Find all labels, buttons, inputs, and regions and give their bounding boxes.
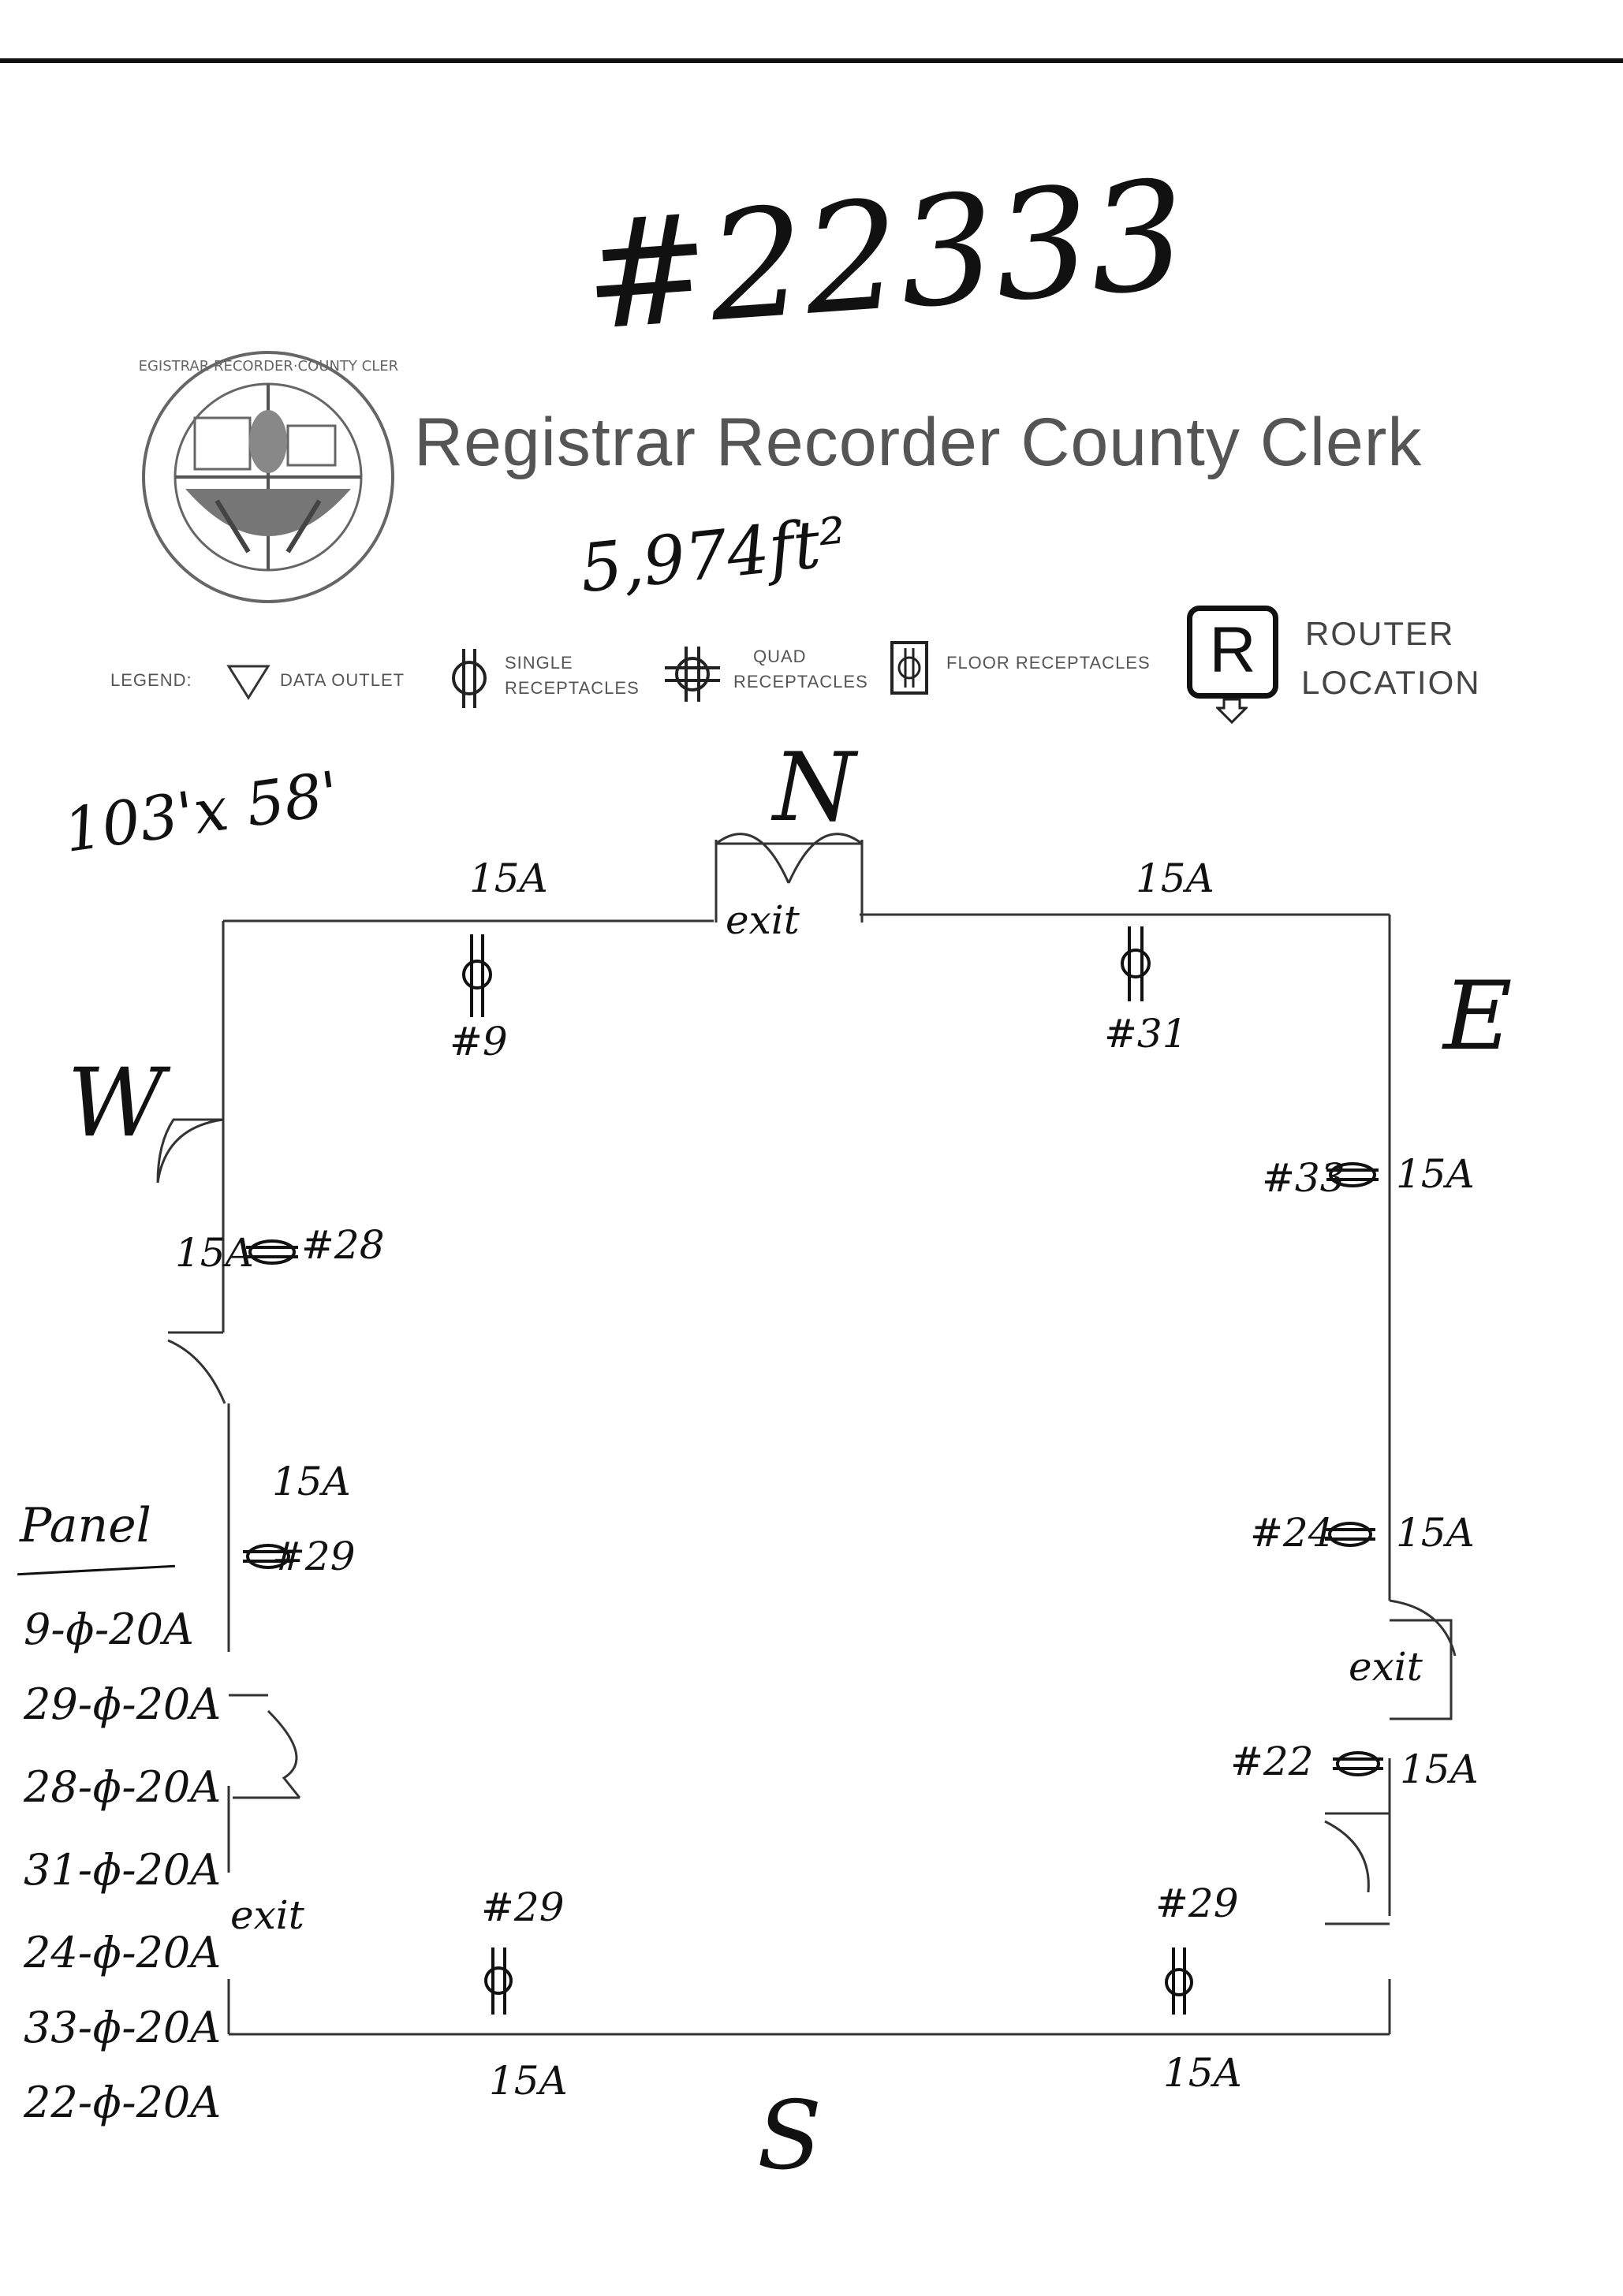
compass-north: N <box>773 733 856 843</box>
receptacle-east-upper <box>1326 1162 1379 1187</box>
north-exit-label: exit <box>726 897 800 943</box>
floor-receptacle-icon <box>890 641 928 695</box>
receptacle-north-right <box>1121 926 1151 1001</box>
router-arrow-icon <box>1216 698 1248 725</box>
legend-single-line1: SINGLE <box>505 653 573 673</box>
west-upper-circuit: #28 <box>301 1222 385 1268</box>
panel-circuit: 28-ɸ-20A <box>24 1762 222 1812</box>
receptacle-east-lower <box>1333 1751 1383 1776</box>
north-right-amp: 15A <box>1136 855 1214 901</box>
top-border <box>0 58 1623 63</box>
panel-title: Panel <box>20 1498 151 1553</box>
panel-circuit: 22-ɸ-20A <box>24 2078 222 2127</box>
panel-circuit: 24-ɸ-20A <box>24 1928 222 1977</box>
north-right-circuit: #31 <box>1104 1011 1188 1057</box>
west-exit-label: exit <box>230 1892 304 1938</box>
south-right-circuit: #29 <box>1155 1880 1239 1926</box>
quad-receptacle-icon <box>665 647 720 702</box>
receptacle-west-lower <box>243 1544 293 1569</box>
compass-south: S <box>757 2082 823 2191</box>
receptacle-east-middle <box>1325 1522 1375 1547</box>
panel-circuit: 31-ɸ-20A <box>24 1845 222 1895</box>
legend-quad-line2: RECEPTACLES <box>733 672 868 691</box>
receptacle-south-right <box>1165 1948 1193 2015</box>
legend-quad-line1: QUAD <box>753 647 807 666</box>
panel-circuit: 29-ɸ-20A <box>24 1679 222 1729</box>
west-upper-amp: 15A <box>175 1230 254 1276</box>
north-left-amp: 15A <box>469 855 548 901</box>
east-upper-circuit: #33 <box>1262 1155 1345 1201</box>
router-symbol: R <box>1209 614 1256 686</box>
east-lower-amp: 15A <box>1400 1746 1479 1792</box>
legend-label: LEGEND: <box>110 670 192 690</box>
west-lower-amp: 15A <box>272 1459 351 1504</box>
compass-east: E <box>1443 962 1513 1072</box>
legend-router-line2: LOCATION <box>1301 664 1481 701</box>
panel-circuit: 33-ɸ-20A <box>24 2003 222 2052</box>
county-seal-icon: REGISTRAR·RECORDER·COUNTY CLERK <box>138 351 398 603</box>
svg-text:REGISTRAR·RECORDER·COUNTY CLER: REGISTRAR·RECORDER·COUNTY CLERK <box>138 358 398 375</box>
compass-west: W <box>67 1049 165 1158</box>
west-lower-circuit: #29 <box>272 1534 356 1579</box>
legend-single-line2: RECEPTACLES <box>505 678 640 698</box>
south-right-amp: 15A <box>1163 2050 1242 2096</box>
east-upper-amp: 15A <box>1396 1151 1475 1197</box>
south-left-circuit: #29 <box>481 1884 565 1930</box>
receptacle-north-left <box>462 934 492 1017</box>
legend-router-line1: ROUTER <box>1305 615 1455 652</box>
router-icon: R <box>1187 606 1278 699</box>
east-exit-label: exit <box>1349 1644 1423 1690</box>
east-middle-amp: 15A <box>1396 1510 1475 1556</box>
east-lower-circuit: #22 <box>1230 1739 1314 1784</box>
legend-floor: FLOOR RECEPTACLES <box>946 653 1151 673</box>
receptacle-west-upper <box>246 1239 298 1265</box>
north-left-circuit: #9 <box>450 1019 508 1064</box>
receptacle-south-left <box>484 1948 513 2015</box>
single-receptacle-icon <box>452 649 487 708</box>
legend-data-outlet: DATA OUTLET <box>280 670 405 690</box>
south-left-amp: 15A <box>489 2058 568 2104</box>
agency-name: Registrar Recorder County Clerk <box>414 404 1423 480</box>
panel-circuit: 9-ɸ-20A <box>24 1605 194 1654</box>
data-outlet-icon <box>226 665 270 700</box>
east-middle-circuit: #24 <box>1250 1510 1334 1556</box>
